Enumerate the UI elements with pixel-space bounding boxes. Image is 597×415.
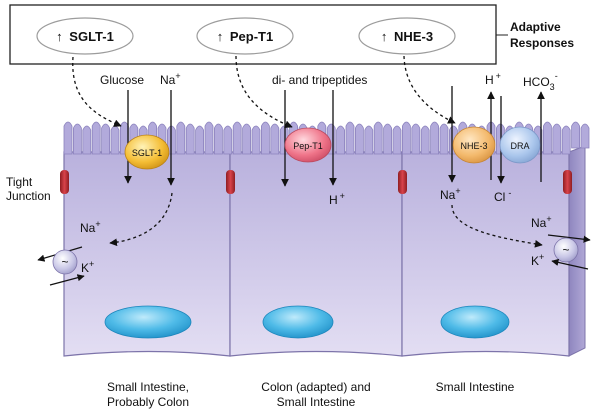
tight-junction-3 — [398, 170, 407, 194]
sglt1-transporter — [124, 134, 170, 170]
microvillus — [214, 123, 223, 155]
microvillus — [571, 121, 580, 149]
cell-3-body — [401, 151, 570, 357]
cell-2-body — [229, 151, 403, 357]
nhe3-regulation-arrow — [403, 55, 456, 124]
microvillus — [73, 123, 82, 155]
microvillus — [251, 125, 261, 155]
microvillus — [110, 125, 120, 155]
microvillus — [176, 121, 186, 155]
tight-junction-1 — [60, 170, 69, 194]
nucleus-2 — [262, 305, 334, 339]
cell2-caption-line2: Small Intestine — [277, 395, 356, 409]
tight-junction-2 — [226, 170, 235, 194]
dra-transporter-label: DRA — [510, 141, 529, 151]
cell3-pump-k-in-arrow — [551, 258, 589, 270]
microvillus — [195, 125, 204, 155]
adaptive-responses-label-line1: Adaptive — [510, 20, 561, 34]
microvillus — [232, 121, 242, 155]
microvillus — [63, 121, 73, 155]
microvillus — [185, 123, 195, 155]
sglt1-transporter-label: SGLT-1 — [132, 148, 162, 158]
cell3-na-intracellular-arrow — [451, 204, 543, 248]
microvillus — [242, 123, 251, 155]
pump-k-in-arrow — [49, 274, 85, 286]
nak-atpase-pump-2 — [553, 237, 579, 263]
header-item-nhe3: ↑ NHE-3 — [358, 17, 456, 55]
microvillus — [82, 125, 92, 155]
tight-junction-label-line2: Junction — [6, 189, 51, 203]
microvillus — [392, 125, 402, 155]
microvillus — [420, 125, 430, 155]
proton-label: H+ — [329, 191, 345, 207]
microvillus — [402, 121, 411, 155]
pump-k-label: K+ — [81, 259, 94, 275]
svg-text:↑ Pep-T1: ↑ Pep-T1 — [217, 29, 273, 44]
up-arrow-icon: ↑ — [56, 29, 63, 44]
peptides-label: di- and tripeptides — [272, 73, 367, 87]
pept1-transporter — [284, 127, 332, 163]
cell3-na-label: Na+ — [440, 186, 461, 202]
nucleus-1 — [104, 305, 192, 339]
microvillus — [439, 123, 449, 155]
na-label: Na+ — [160, 71, 181, 87]
microvillus — [383, 123, 392, 155]
cell3-proton-label: H+ — [485, 71, 501, 87]
pump-symbol-1: ~ — [61, 255, 68, 269]
svg-text:↑ NHE-3: ↑ NHE-3 — [381, 29, 433, 44]
cell2-caption-line1: Colon (adapted) and — [261, 380, 370, 394]
cell3-pump-na-label: Na+ — [531, 214, 552, 230]
chloride-label: Cl- — [494, 188, 511, 204]
header-item-pept1: ↑ Pep-T1 — [196, 17, 294, 55]
adaptive-responses-label-line2: Responses — [510, 36, 574, 50]
microvillus — [91, 121, 101, 155]
microvillus — [261, 121, 270, 155]
pept1-transporter-label: Pep-T1 — [293, 141, 323, 151]
tight-junction-label-line1: Tight — [6, 175, 33, 189]
microvillus — [411, 123, 421, 155]
nhe3-transporter-label: NHE-3 — [460, 141, 487, 151]
header-item-sglt1: ↑ SGLT-1 — [36, 17, 134, 55]
microvillus — [345, 121, 355, 155]
bicarbonate-label: HCO3- — [523, 71, 558, 92]
glucose-label: Glucose — [100, 73, 144, 87]
microvillus — [223, 125, 233, 155]
cell3-pump-k-label: K+ — [531, 252, 544, 268]
nhe3-transporter — [452, 126, 496, 164]
nucleus-3 — [440, 305, 510, 339]
cell1-caption-line1: Small Intestine, — [107, 380, 189, 394]
microvillus — [543, 121, 552, 155]
dra-transporter — [499, 126, 541, 164]
microvillus — [552, 123, 562, 155]
cell1-caption-line2: Probably Colon — [107, 395, 189, 409]
microvillus — [336, 125, 345, 155]
svg-text:↑ SGLT-1: ↑ SGLT-1 — [56, 29, 114, 44]
up-arrow-icon: ↑ — [217, 29, 224, 44]
nak-atpase-pump-1 — [52, 249, 78, 275]
microvillus — [580, 123, 590, 149]
microvillus — [204, 121, 214, 155]
microvillus — [355, 123, 364, 155]
microvillus — [270, 123, 280, 155]
microvillus — [430, 121, 439, 155]
pump-symbol-2: ~ — [562, 243, 569, 257]
microvillus — [364, 125, 374, 155]
header-label-pept1: Pep-T1 — [230, 29, 273, 44]
sglt1-regulation-arrow — [72, 56, 122, 127]
microvillus — [373, 121, 383, 155]
cell3-caption: Small Intestine — [436, 380, 515, 394]
na-intracellular-arrow — [109, 192, 173, 247]
tight-junction-4 — [563, 170, 572, 194]
up-arrow-icon: ↑ — [381, 29, 388, 44]
pept1-regulation-arrow — [235, 55, 293, 129]
header-label-sglt1: SGLT-1 — [69, 29, 114, 44]
pump-na-label: Na+ — [80, 219, 101, 235]
microvillus — [101, 123, 110, 155]
header-label-nhe3: NHE-3 — [394, 29, 433, 44]
microvillus — [561, 125, 571, 155]
cell3-pump-na-out-arrow — [547, 234, 591, 243]
